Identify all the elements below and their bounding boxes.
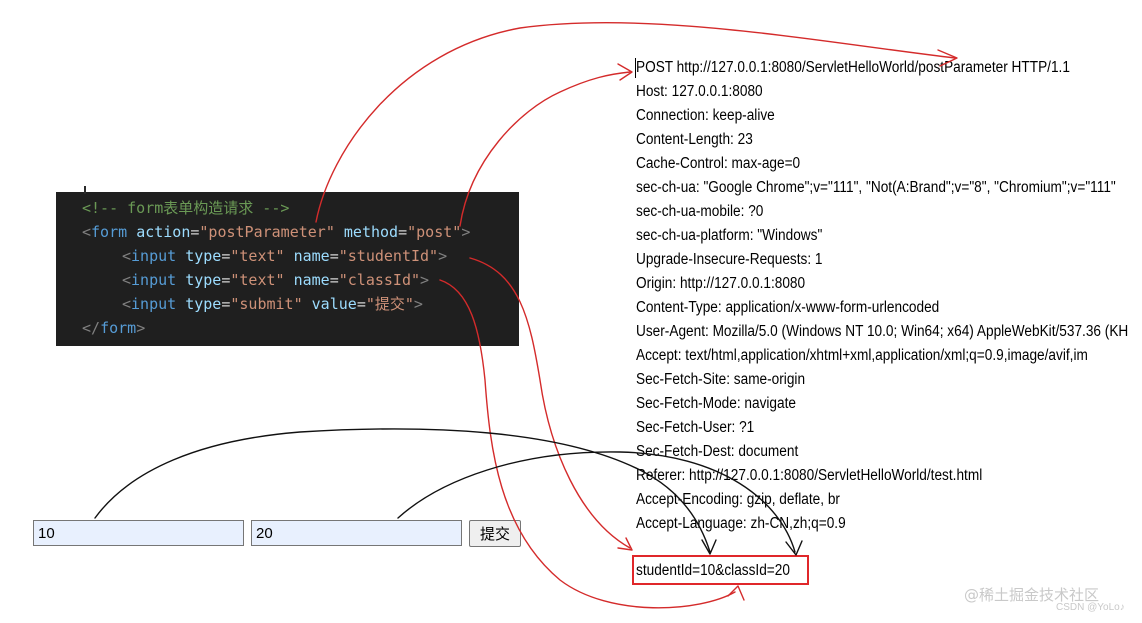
code-token: input	[131, 295, 177, 313]
http-request-text: POST http://127.0.0.1:8080/ServletHelloW…	[636, 56, 1129, 536]
class-id-input[interactable]	[251, 520, 462, 546]
http-request-line: POST http://127.0.0.1:8080/ServletHelloW…	[636, 59, 1070, 76]
code-token: "postParameter"	[199, 223, 335, 241]
code-token: form	[91, 223, 128, 241]
arrow-head	[617, 537, 633, 551]
student-id-input[interactable]	[33, 520, 244, 546]
http-header-sec-fetch-mode: Sec-Fetch-Mode: navigate	[636, 395, 796, 412]
code-token: "submit"	[230, 295, 303, 313]
code-token: =	[356, 295, 366, 313]
code-token: action	[136, 223, 191, 241]
code-token: =	[221, 295, 231, 313]
http-header-accept: Accept: text/html,application/xhtml+xml,…	[636, 347, 1088, 364]
code-token: "post"	[407, 223, 462, 241]
code-line-input-classid: <input type="text" name="classId">	[122, 268, 429, 292]
http-header-upgrade-insecure: Upgrade-Insecure-Requests: 1	[636, 251, 823, 268]
code-token: form	[100, 319, 137, 337]
code-line-comment: <!-- form表单构造请求 -->	[82, 196, 289, 220]
http-header-host: Host: 127.0.0.1:8080	[636, 83, 763, 100]
code-token: =	[398, 223, 408, 241]
http-header-content-length: Content-Length: 23	[636, 131, 753, 148]
code-token: value	[311, 295, 357, 313]
http-header-sec-fetch-site: Sec-Fetch-Site: same-origin	[636, 371, 806, 388]
code-line-form-open: <form action="postParameter" method="pos…	[82, 220, 470, 244]
code-line-input-submit: <input type="submit" value="提交">	[122, 292, 423, 316]
code-token: type	[185, 295, 222, 313]
code-token: >	[413, 295, 423, 313]
code-token: name	[293, 247, 330, 265]
submit-button[interactable]: 提交	[469, 520, 521, 547]
code-token: "studentId"	[338, 247, 439, 265]
code-token: type	[185, 247, 222, 265]
code-token: =	[190, 223, 200, 241]
code-token: >	[461, 223, 471, 241]
code-token: "text"	[230, 271, 285, 289]
arrow-head	[617, 63, 633, 81]
http-header-content-type: Content-Type: application/x-www-form-url…	[636, 299, 940, 316]
http-header-origin: Origin: http://127.0.0.1:8080	[636, 275, 806, 292]
code-caret	[84, 186, 86, 194]
http-header-sec-ch-ua: sec-ch-ua: "Google Chrome";v="111", "Not…	[636, 179, 1116, 196]
code-token: name	[293, 271, 330, 289]
code-token: =	[221, 247, 231, 265]
http-header-sec-ch-ua-platform: sec-ch-ua-platform: "Windows"	[636, 227, 823, 244]
http-header-accept-language: Accept-Language: zh-CN,zh;q=0.9	[636, 515, 846, 532]
code-token: "提交"	[365, 295, 414, 313]
code-token: =	[329, 271, 339, 289]
http-header-connection: Connection: keep-alive	[636, 107, 775, 124]
code-token: input	[131, 247, 177, 265]
code-token: <	[122, 271, 132, 289]
arrow-head	[701, 539, 717, 555]
code-token: >	[420, 271, 430, 289]
juejin-watermark: @稀土掘金技术社区	[964, 586, 1100, 604]
code-token: type	[185, 271, 222, 289]
code-token: <	[122, 295, 132, 313]
http-header-sec-ch-ua-mobile: sec-ch-ua-mobile: ?0	[636, 203, 764, 220]
code-token: "classId"	[338, 271, 421, 289]
code-token: =	[329, 247, 339, 265]
http-header-sec-fetch-user: Sec-Fetch-User: ?1	[636, 419, 755, 436]
code-token: >	[438, 247, 448, 265]
code-token: method	[343, 223, 399, 241]
request-body-text: studentId=10&classId=20	[636, 562, 790, 579]
arrow-head	[785, 540, 803, 556]
code-token: "text"	[230, 247, 285, 265]
http-header-cache-control: Cache-Control: max-age=0	[636, 155, 801, 172]
http-header-referer: Referer: http://127.0.0.1:8080/ServletHe…	[636, 467, 983, 484]
code-token: <	[82, 223, 92, 241]
code-editor-panel: <!-- form表单构造请求 --> <form action="postPa…	[56, 186, 519, 346]
code-token: <	[122, 247, 132, 265]
csdn-watermark: CSDN @YoLo♪	[1056, 602, 1125, 613]
code-token: </	[82, 319, 101, 337]
code-comment: <!-- form表单构造请求 -->	[82, 199, 290, 217]
code-line-form-close: </form>	[82, 316, 145, 340]
http-header-sec-fetch-dest: Sec-Fetch-Dest: document	[636, 443, 799, 460]
code-token: =	[221, 271, 231, 289]
http-header-user-agent: User-Agent: Mozilla/5.0 (Windows NT 10.0…	[636, 323, 1129, 340]
code-token: input	[131, 271, 177, 289]
arrow-head	[727, 585, 745, 601]
http-header-accept-encoding: Accept-Encoding: gzip, deflate, br	[636, 491, 840, 508]
code-token: >	[136, 319, 146, 337]
code-line-input-studentid: <input type="text" name="studentId">	[122, 244, 447, 268]
